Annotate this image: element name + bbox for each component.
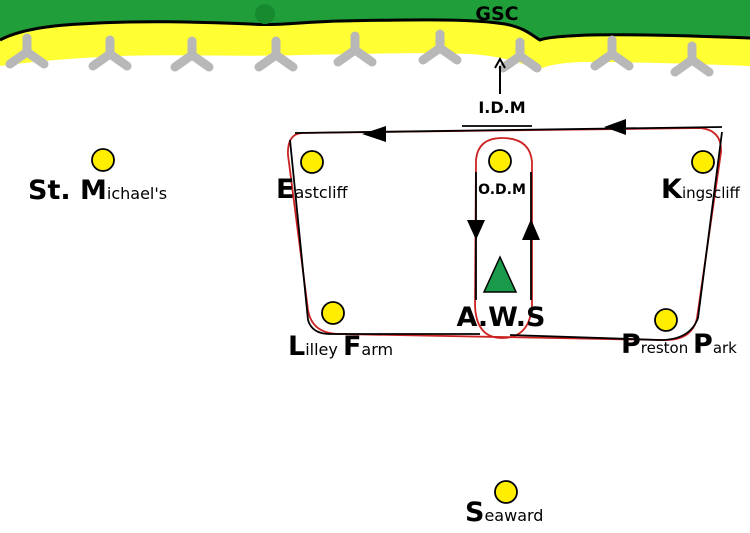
odm-label: O.D.M [478,182,526,198]
arrow-down-icon [467,220,485,240]
station-dot-icon [691,150,715,174]
aws-triangle-icon [482,255,518,293]
station-dot-icon [300,150,324,174]
station-dot-icon [494,480,518,504]
station-label-lilley-farm: Lilley Farm [288,331,393,362]
groyne-icon [254,36,298,72]
groyne-icon [88,35,132,71]
arrow-left-icon [604,119,626,135]
station-label-preston-park: Preston Park [621,329,737,360]
arrow-left-icon [362,126,386,142]
groyne-icon [670,41,714,77]
station-dot-icon [654,308,678,332]
groyne-icon [590,35,634,71]
station-label-kingscliff: Kingscliff [661,174,741,205]
station-dot-icon [321,301,345,325]
station-label-eastcliff: Eastcliff [276,174,349,205]
sand-band [0,19,750,70]
inner-loop-red [474,137,533,339]
station-dot-icon [488,149,512,173]
groyne-icon [333,31,377,67]
groyne-icon [5,33,49,69]
groyne-row [5,29,714,77]
station-dot-icon [91,148,115,172]
gsc-label: GSC [475,3,518,25]
coastline [0,18,750,42]
route-bottom-right-line [509,334,661,341]
station-label-seaward: Seaward [465,497,543,528]
idm-arrow-head-icon [494,56,506,69]
aws-label: A.W.S [457,302,546,333]
station-label-st-michaels: St. Michael's [28,175,167,206]
grass-marker-icon [255,4,275,24]
idm-label: I.D.M [478,98,525,117]
route-right-line [659,131,723,341]
route-left-line [289,139,331,335]
arrow-up-icon [522,219,540,240]
route-top-line [294,126,723,134]
groyne-icon [170,36,214,72]
groyne-icon [418,29,462,65]
groyne-icon [498,37,542,73]
